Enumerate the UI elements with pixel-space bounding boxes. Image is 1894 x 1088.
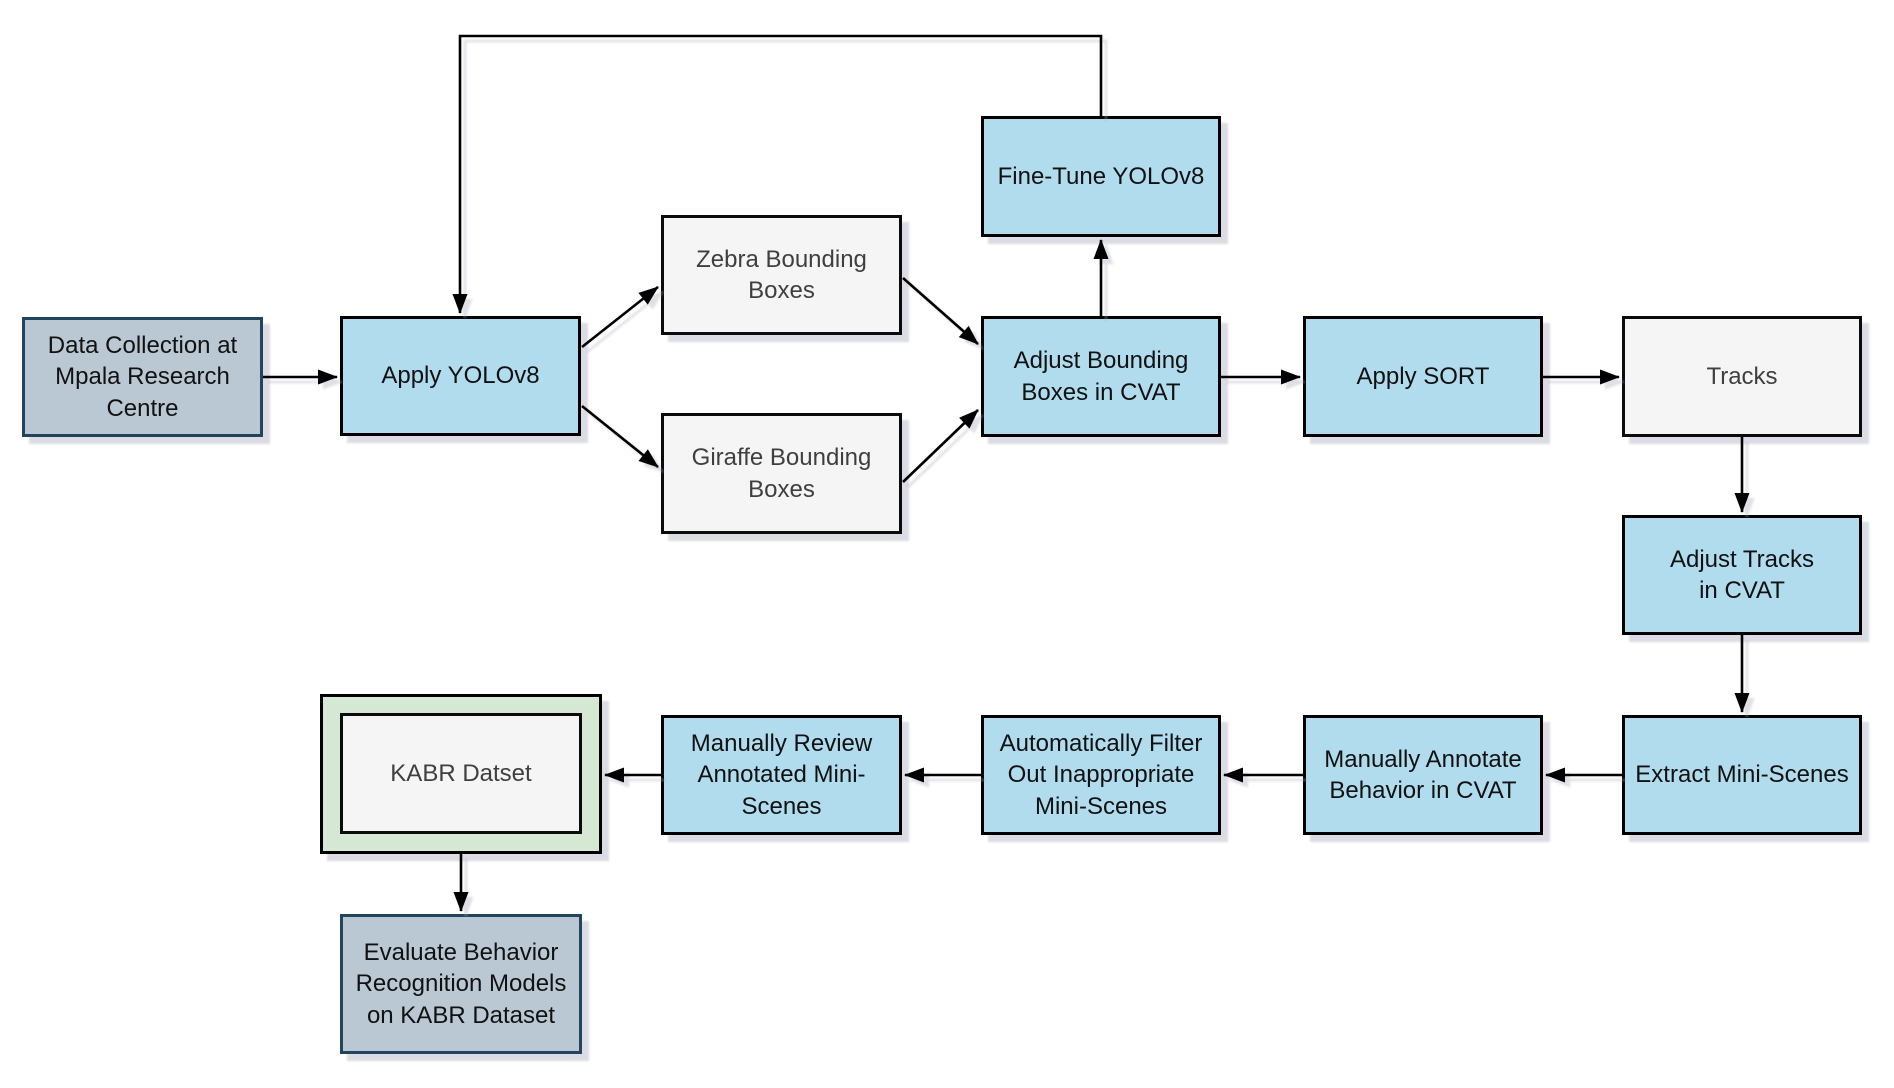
node-data-collection: Data Collection at Mpala Research Centre bbox=[22, 317, 263, 437]
node-manually-annotate-label: Manually Annotate Behavior in CVAT bbox=[1324, 745, 1522, 804]
node-data-collection-label: Data Collection at Mpala Research Centre bbox=[47, 332, 238, 422]
node-manually-review-label: Manually Review Annotated Mini- Scenes bbox=[690, 730, 873, 820]
arrow-apply-yolov8-to-zebra-boxes bbox=[581, 285, 659, 349]
node-extract-mini-scenes-label: Extract Mini-Scenes bbox=[1635, 761, 1849, 789]
node-giraffe-bounding-boxes: Giraffe Bounding Boxes bbox=[661, 413, 902, 534]
arrow-apply-yolov8-to-giraffe-boxes bbox=[581, 404, 659, 469]
node-kabr-dataset-frame: KABR Datset bbox=[320, 694, 602, 854]
node-adjust-tracks: Adjust Tracks in CVAT bbox=[1622, 515, 1862, 635]
node-adjust-tracks-label: Adjust Tracks in CVAT bbox=[1669, 545, 1815, 604]
node-manually-review: Manually Review Annotated Mini- Scenes bbox=[661, 715, 902, 835]
arrow-zebra-boxes-to-adjust-bounding-boxes bbox=[902, 277, 979, 345]
node-apply-yolov8-label: Apply YOLOv8 bbox=[381, 362, 540, 390]
node-apply-sort: Apply SORT bbox=[1303, 316, 1543, 437]
node-zebra-bounding-boxes: Zebra Bounding Boxes bbox=[661, 215, 902, 335]
node-manually-annotate: Manually Annotate Behavior in CVAT bbox=[1303, 715, 1543, 835]
node-kabr-dataset-label: KABR Datset bbox=[390, 759, 532, 787]
arrow-giraffe-boxes-to-adjust-bounding-boxes bbox=[902, 409, 979, 483]
node-auto-filter: Automatically Filter Out Inappropriate M… bbox=[981, 715, 1221, 835]
node-fine-tune-yolov8-label: Fine-Tune YOLOv8 bbox=[997, 162, 1205, 190]
node-adjust-bounding-boxes-label: Adjust Bounding Boxes in CVAT bbox=[1013, 347, 1189, 406]
node-evaluate-models-label: Evaluate Behavior Recognition Models on … bbox=[355, 939, 567, 1029]
node-fine-tune-yolov8: Fine-Tune YOLOv8 bbox=[981, 116, 1221, 237]
node-zebra-bounding-boxes-label: Zebra Bounding Boxes bbox=[696, 245, 867, 304]
node-tracks: Tracks bbox=[1622, 316, 1862, 437]
node-apply-yolov8: Apply YOLOv8 bbox=[340, 316, 581, 436]
node-tracks-label: Tracks bbox=[1706, 362, 1778, 390]
node-evaluate-models: Evaluate Behavior Recognition Models on … bbox=[340, 914, 582, 1054]
node-adjust-bounding-boxes: Adjust Bounding Boxes in CVAT bbox=[981, 316, 1221, 437]
node-extract-mini-scenes: Extract Mini-Scenes bbox=[1622, 715, 1862, 835]
node-auto-filter-label: Automatically Filter Out Inappropriate M… bbox=[999, 730, 1203, 820]
node-kabr-dataset: KABR Datset bbox=[340, 713, 582, 834]
node-apply-sort-label: Apply SORT bbox=[1356, 362, 1490, 390]
node-giraffe-bounding-boxes-label: Giraffe Bounding Boxes bbox=[691, 444, 872, 503]
